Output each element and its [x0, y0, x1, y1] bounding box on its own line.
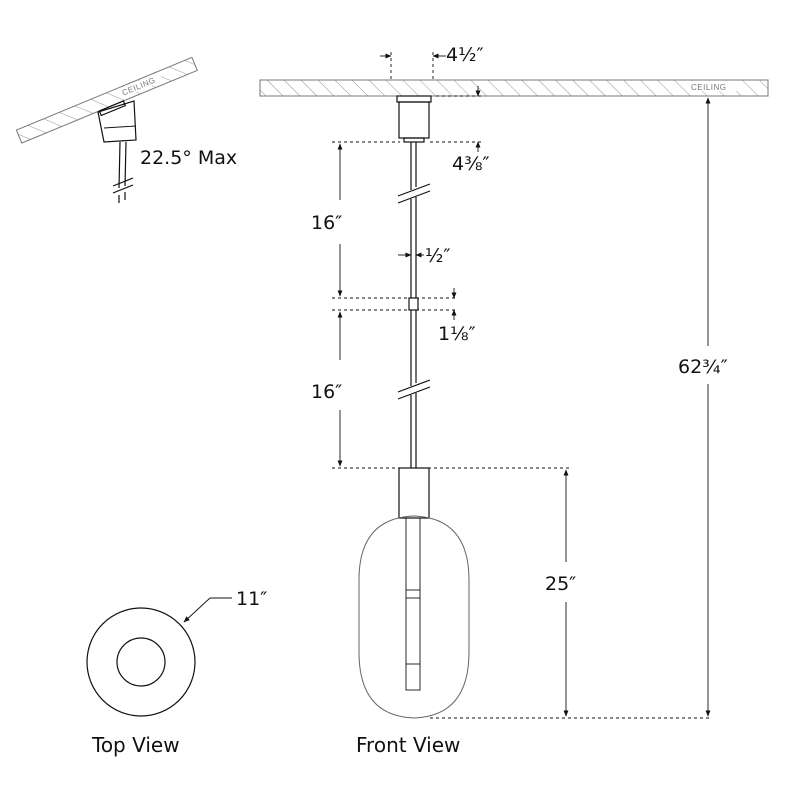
ceiling-bar: CEILING: [259, 79, 769, 97]
top-view: 11″: [86, 588, 267, 717]
ceiling-label: CEILING: [691, 83, 727, 92]
canopy-height-label: 4⅜″: [452, 153, 490, 175]
canopy-width-label: 4½″: [446, 44, 484, 66]
slope-angle-label: 22.5° Max: [140, 147, 237, 169]
shade-diameter-label: 11″: [236, 588, 267, 610]
dimension-lines: 4½″ 4⅜″ 16″ ½″ 1⅛″ 16″ 25″: [311, 44, 728, 719]
shade-height-label: 25″: [545, 573, 576, 595]
rod-diameter-label: ½″: [425, 245, 451, 267]
sloped-ceiling-detail: CEILING 22.5° Max: [15, 56, 237, 203]
coupler-height-label: 1⅛″: [438, 323, 476, 345]
rod-lower-label: 16″: [311, 381, 342, 403]
top-view-caption: Top View: [91, 733, 180, 757]
front-view-caption: Front View: [356, 733, 460, 757]
front-view-fixture: [358, 95, 470, 719]
overall-height-label: 62¾″: [678, 356, 728, 378]
rod-upper-label: 16″: [311, 212, 342, 234]
